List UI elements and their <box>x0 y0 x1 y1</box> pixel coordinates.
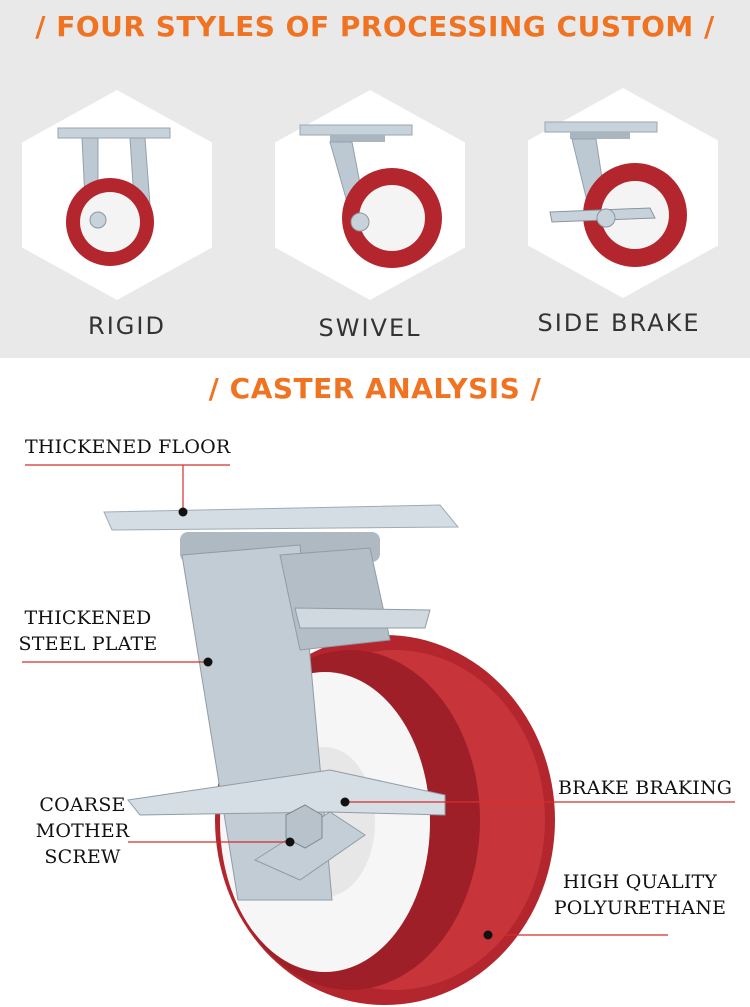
callout-thickened-steel-plate-line2: STEEL PLATE <box>18 633 158 655</box>
callout-high-quality-line2: POLYURETHANE <box>553 897 727 919</box>
side-brake-caster-icon <box>544 121 687 267</box>
style-illustrations <box>57 121 687 268</box>
rigid-caster-icon <box>57 127 171 266</box>
brake-lever <box>127 607 446 881</box>
fork-bracket <box>181 544 391 901</box>
callout-thickened-floor: THICKENED FLOOR <box>25 436 231 458</box>
axle-nut <box>285 804 323 849</box>
section-title-analysis: / CASTER ANALYSIS / <box>208 372 542 405</box>
callout-coarse-mother-screw-line1: COARSE <box>39 794 126 816</box>
top-plate <box>103 504 460 562</box>
callout-high-quality-polyurethane: HIGH QUALITY POLYURETHANE <box>545 869 735 921</box>
callout-high-quality-line1: HIGH QUALITY <box>562 871 718 893</box>
callout-thickened-steel-plate: THICKENED STEEL PLATE <box>18 605 158 657</box>
callout-coarse-mother-screw: COARSE MOTHER SCREW <box>0 792 165 870</box>
callout-thickened-steel-plate-line1: THICKENED <box>24 607 152 629</box>
section-title-styles: / FOUR STYLES OF PROCESSING CUSTOM / <box>35 10 715 43</box>
callout-brake-braking: BRAKE BRAKING <box>558 777 733 799</box>
polyurethane-wheel <box>215 635 555 1005</box>
style-label-swivel: SWIVEL <box>318 314 422 342</box>
style-label-rigid: RIGID <box>88 312 166 340</box>
style-label-side-brake: SIDE BRAKE <box>537 309 701 337</box>
callout-coarse-mother-screw-line2: MOTHER SCREW <box>35 820 130 868</box>
swivel-caster-icon <box>299 124 442 268</box>
